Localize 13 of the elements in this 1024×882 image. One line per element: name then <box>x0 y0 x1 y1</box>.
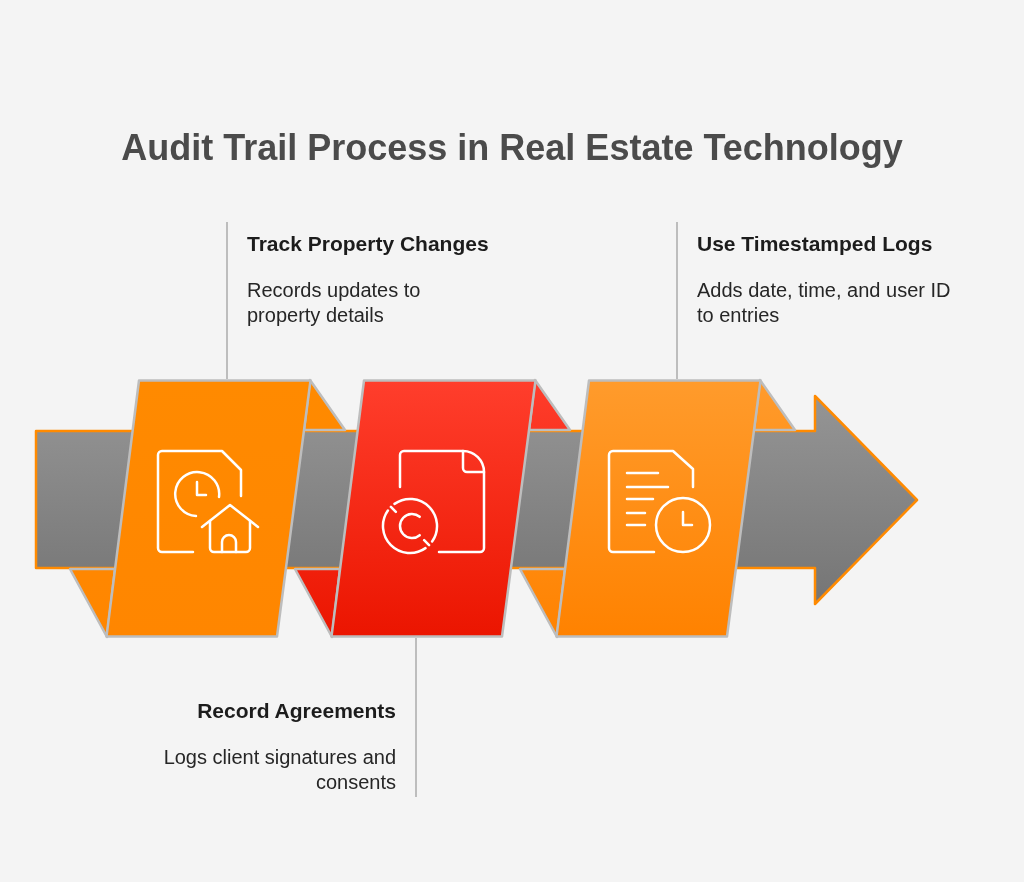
leader-line <box>415 637 417 798</box>
parallelogram-panel <box>555 379 762 638</box>
diagram-title: Audit Trail Process in Real Estate Technology <box>121 126 903 170</box>
leader-line <box>676 221 678 380</box>
step-heading: Use Timestamped Logs <box>697 231 934 257</box>
step-description: Logs client signatures and consents <box>162 745 396 795</box>
step-description: Records updates to property details <box>247 278 422 328</box>
step-description: Adds date, time, and user ID to entries <box>697 278 952 328</box>
parallelogram-panel <box>105 379 312 638</box>
parallelogram-panel <box>330 379 537 638</box>
step-heading: Track Property Changes <box>247 231 489 257</box>
step-heading: Record Agreements <box>196 698 396 724</box>
leader-line <box>226 221 228 380</box>
